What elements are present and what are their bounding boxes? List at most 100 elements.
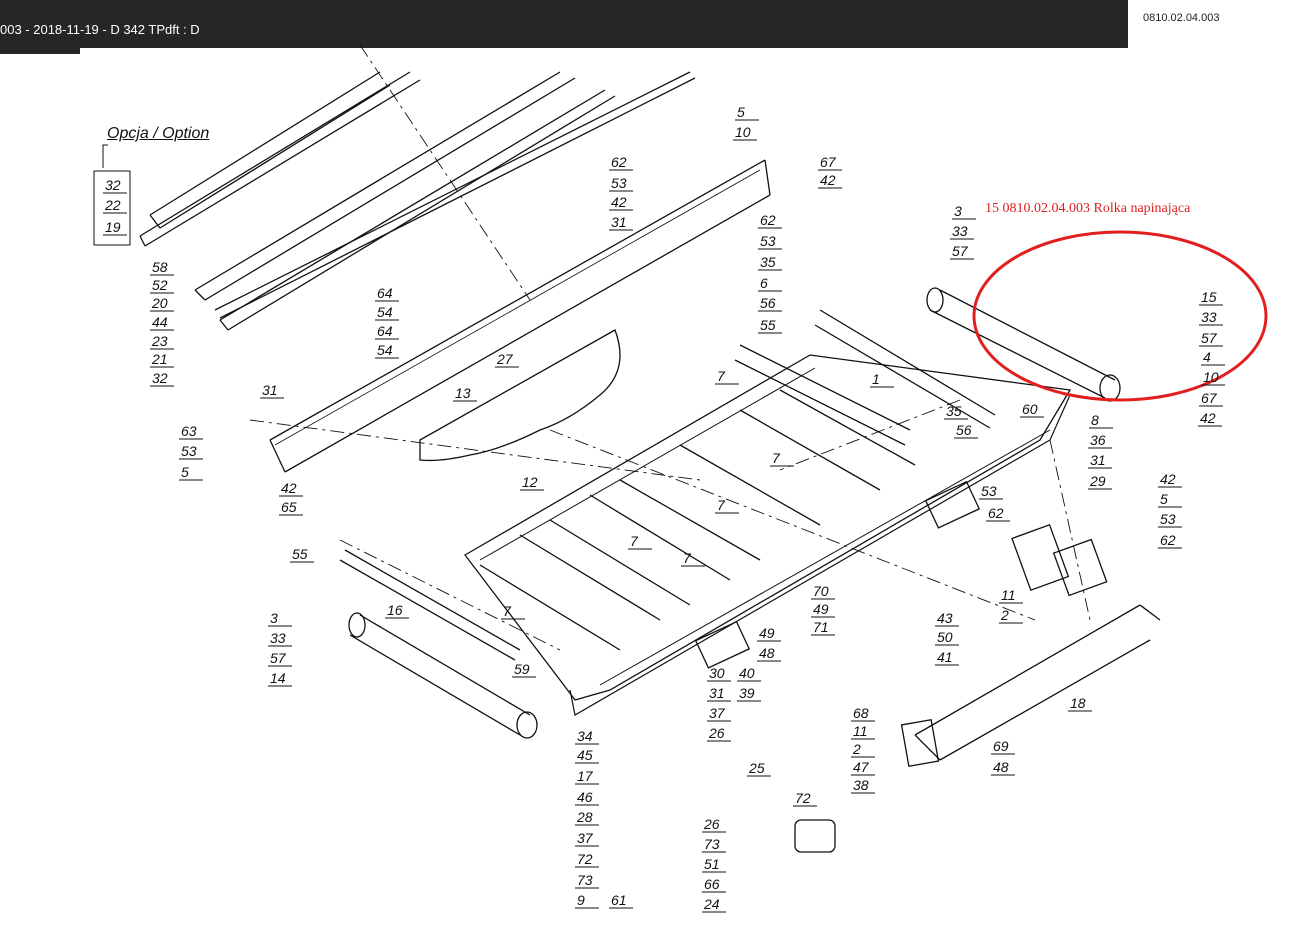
part-number-label: 42: [1160, 471, 1176, 487]
part-number-label: 6: [760, 275, 768, 291]
part-number-label: 16: [387, 602, 403, 618]
part-number-label: 24: [703, 896, 720, 912]
part-number-label: 53: [611, 175, 627, 191]
part-number-label: 64: [377, 323, 393, 339]
part-number-label: 36: [1090, 432, 1106, 448]
titlebar-tab: [0, 44, 80, 54]
part-number-label: 3: [270, 610, 278, 626]
part-number-label: 21: [151, 351, 168, 367]
profile-44: [214, 71, 696, 319]
bracket-11: [1011, 523, 1070, 591]
part-number-label: 3: [954, 203, 962, 219]
part-number-label: 17: [577, 768, 594, 784]
part-number-label: 31: [262, 382, 278, 398]
part-number-label: 62: [760, 212, 776, 228]
part-number-label: 5: [181, 464, 189, 480]
part-number-label: 67: [820, 154, 837, 170]
part-number-label: 49: [813, 601, 829, 617]
part-number-label: 31: [611, 214, 627, 230]
part-number-label: 19: [105, 219, 121, 235]
part-number-label: 49: [759, 625, 775, 641]
part-number-label: 62: [1160, 532, 1176, 548]
part-number-label: 57: [952, 243, 969, 259]
profile-32: [149, 71, 391, 229]
part-number-label: 7: [683, 550, 692, 566]
part-number-label: 23: [151, 333, 168, 349]
part-number-label: 41: [937, 649, 953, 665]
part-number-label: 37: [709, 705, 726, 721]
part-number-label: 50: [937, 629, 953, 645]
part-number-label: 52: [152, 277, 168, 293]
part-number-label: 20: [151, 295, 168, 311]
part-number-label: 57: [1201, 330, 1218, 346]
beam-18: [914, 604, 1161, 761]
part-number-label: 51: [704, 856, 720, 872]
part-number-label: 62: [611, 154, 627, 170]
profile-20: [194, 71, 576, 301]
part-number-label: 53: [981, 483, 997, 499]
part-number-label: 57: [270, 650, 287, 666]
part-number-label: 7: [630, 533, 639, 549]
part-number-label: 71: [813, 619, 829, 635]
part-number-label: 31: [709, 685, 725, 701]
part-number-label: 33: [270, 630, 286, 646]
part-number-label: 33: [1201, 309, 1217, 325]
part-number-label: 62: [988, 505, 1004, 521]
part-number-label: 7: [772, 450, 781, 466]
part-number-label: 11: [1001, 587, 1016, 603]
option-label: Opcja / Option: [107, 125, 210, 142]
part-number-label: 34: [577, 728, 593, 744]
tension-roller-15: [929, 289, 1116, 399]
part-number-label: 7: [717, 497, 726, 513]
part-number-label: 70: [813, 583, 829, 599]
part-number-label: 60: [1022, 401, 1038, 417]
part-number-label: 48: [993, 759, 1009, 775]
part-number-label: 18: [1070, 695, 1086, 711]
part-number-label: 26: [708, 725, 725, 741]
document-code: 0810.02.04.003: [1143, 12, 1220, 24]
part-number-label: 42: [1200, 410, 1216, 426]
part-number-label: 31: [1090, 452, 1106, 468]
part-number-label: 15: [1201, 289, 1217, 305]
option-box: [93, 170, 131, 246]
part-number-label: 30: [709, 665, 725, 681]
part-number-label: 45: [577, 747, 593, 763]
part-number-label: 5: [1160, 491, 1168, 507]
part-number-label: 72: [795, 790, 811, 806]
part-number-label: 29: [1089, 473, 1106, 489]
part-number-label: 64: [377, 285, 393, 301]
callout-text: 15 0810.02.04.003 Rolka napinająca: [985, 201, 1191, 216]
part-number-label: 35: [946, 403, 962, 419]
part-number-label: 66: [704, 876, 720, 892]
part-number-label: 53: [1160, 511, 1176, 527]
part-number-label: 4: [1203, 349, 1211, 365]
part-number-label: 8: [1091, 412, 1099, 428]
main-frame: [464, 354, 1072, 701]
part-number-label: 54: [377, 342, 393, 358]
part-number-label: 56: [956, 422, 972, 438]
part-number-label: 32: [152, 370, 168, 386]
part-number-label: 37: [577, 830, 594, 846]
window-titlebar: 003 - 2018-11-19 - D 342 TPdft : D: [0, 0, 1128, 48]
profile-23: [219, 89, 616, 331]
part-number-label: 38: [853, 777, 869, 793]
part-number-label: 7: [503, 603, 512, 619]
drawing-lines: [93, 44, 1268, 853]
part-number-label: 13: [455, 385, 471, 401]
part-number-label: 72: [577, 851, 593, 867]
part-number-label: 73: [704, 836, 720, 852]
part-number-label: 42: [820, 172, 836, 188]
part-number-label: 2: [852, 741, 861, 757]
part-number-label: 53: [760, 233, 776, 249]
crossbars: [479, 389, 916, 651]
part-number-label: 46: [577, 789, 593, 805]
part-number-label: 55: [760, 317, 776, 333]
part-number-label: 35: [760, 254, 776, 270]
part-number-label: 27: [496, 351, 514, 367]
part-number-label: 44: [152, 314, 168, 330]
part-number-label: 42: [281, 480, 297, 496]
part-number-label: 25: [748, 760, 765, 776]
part-number-label: 7: [717, 368, 726, 384]
